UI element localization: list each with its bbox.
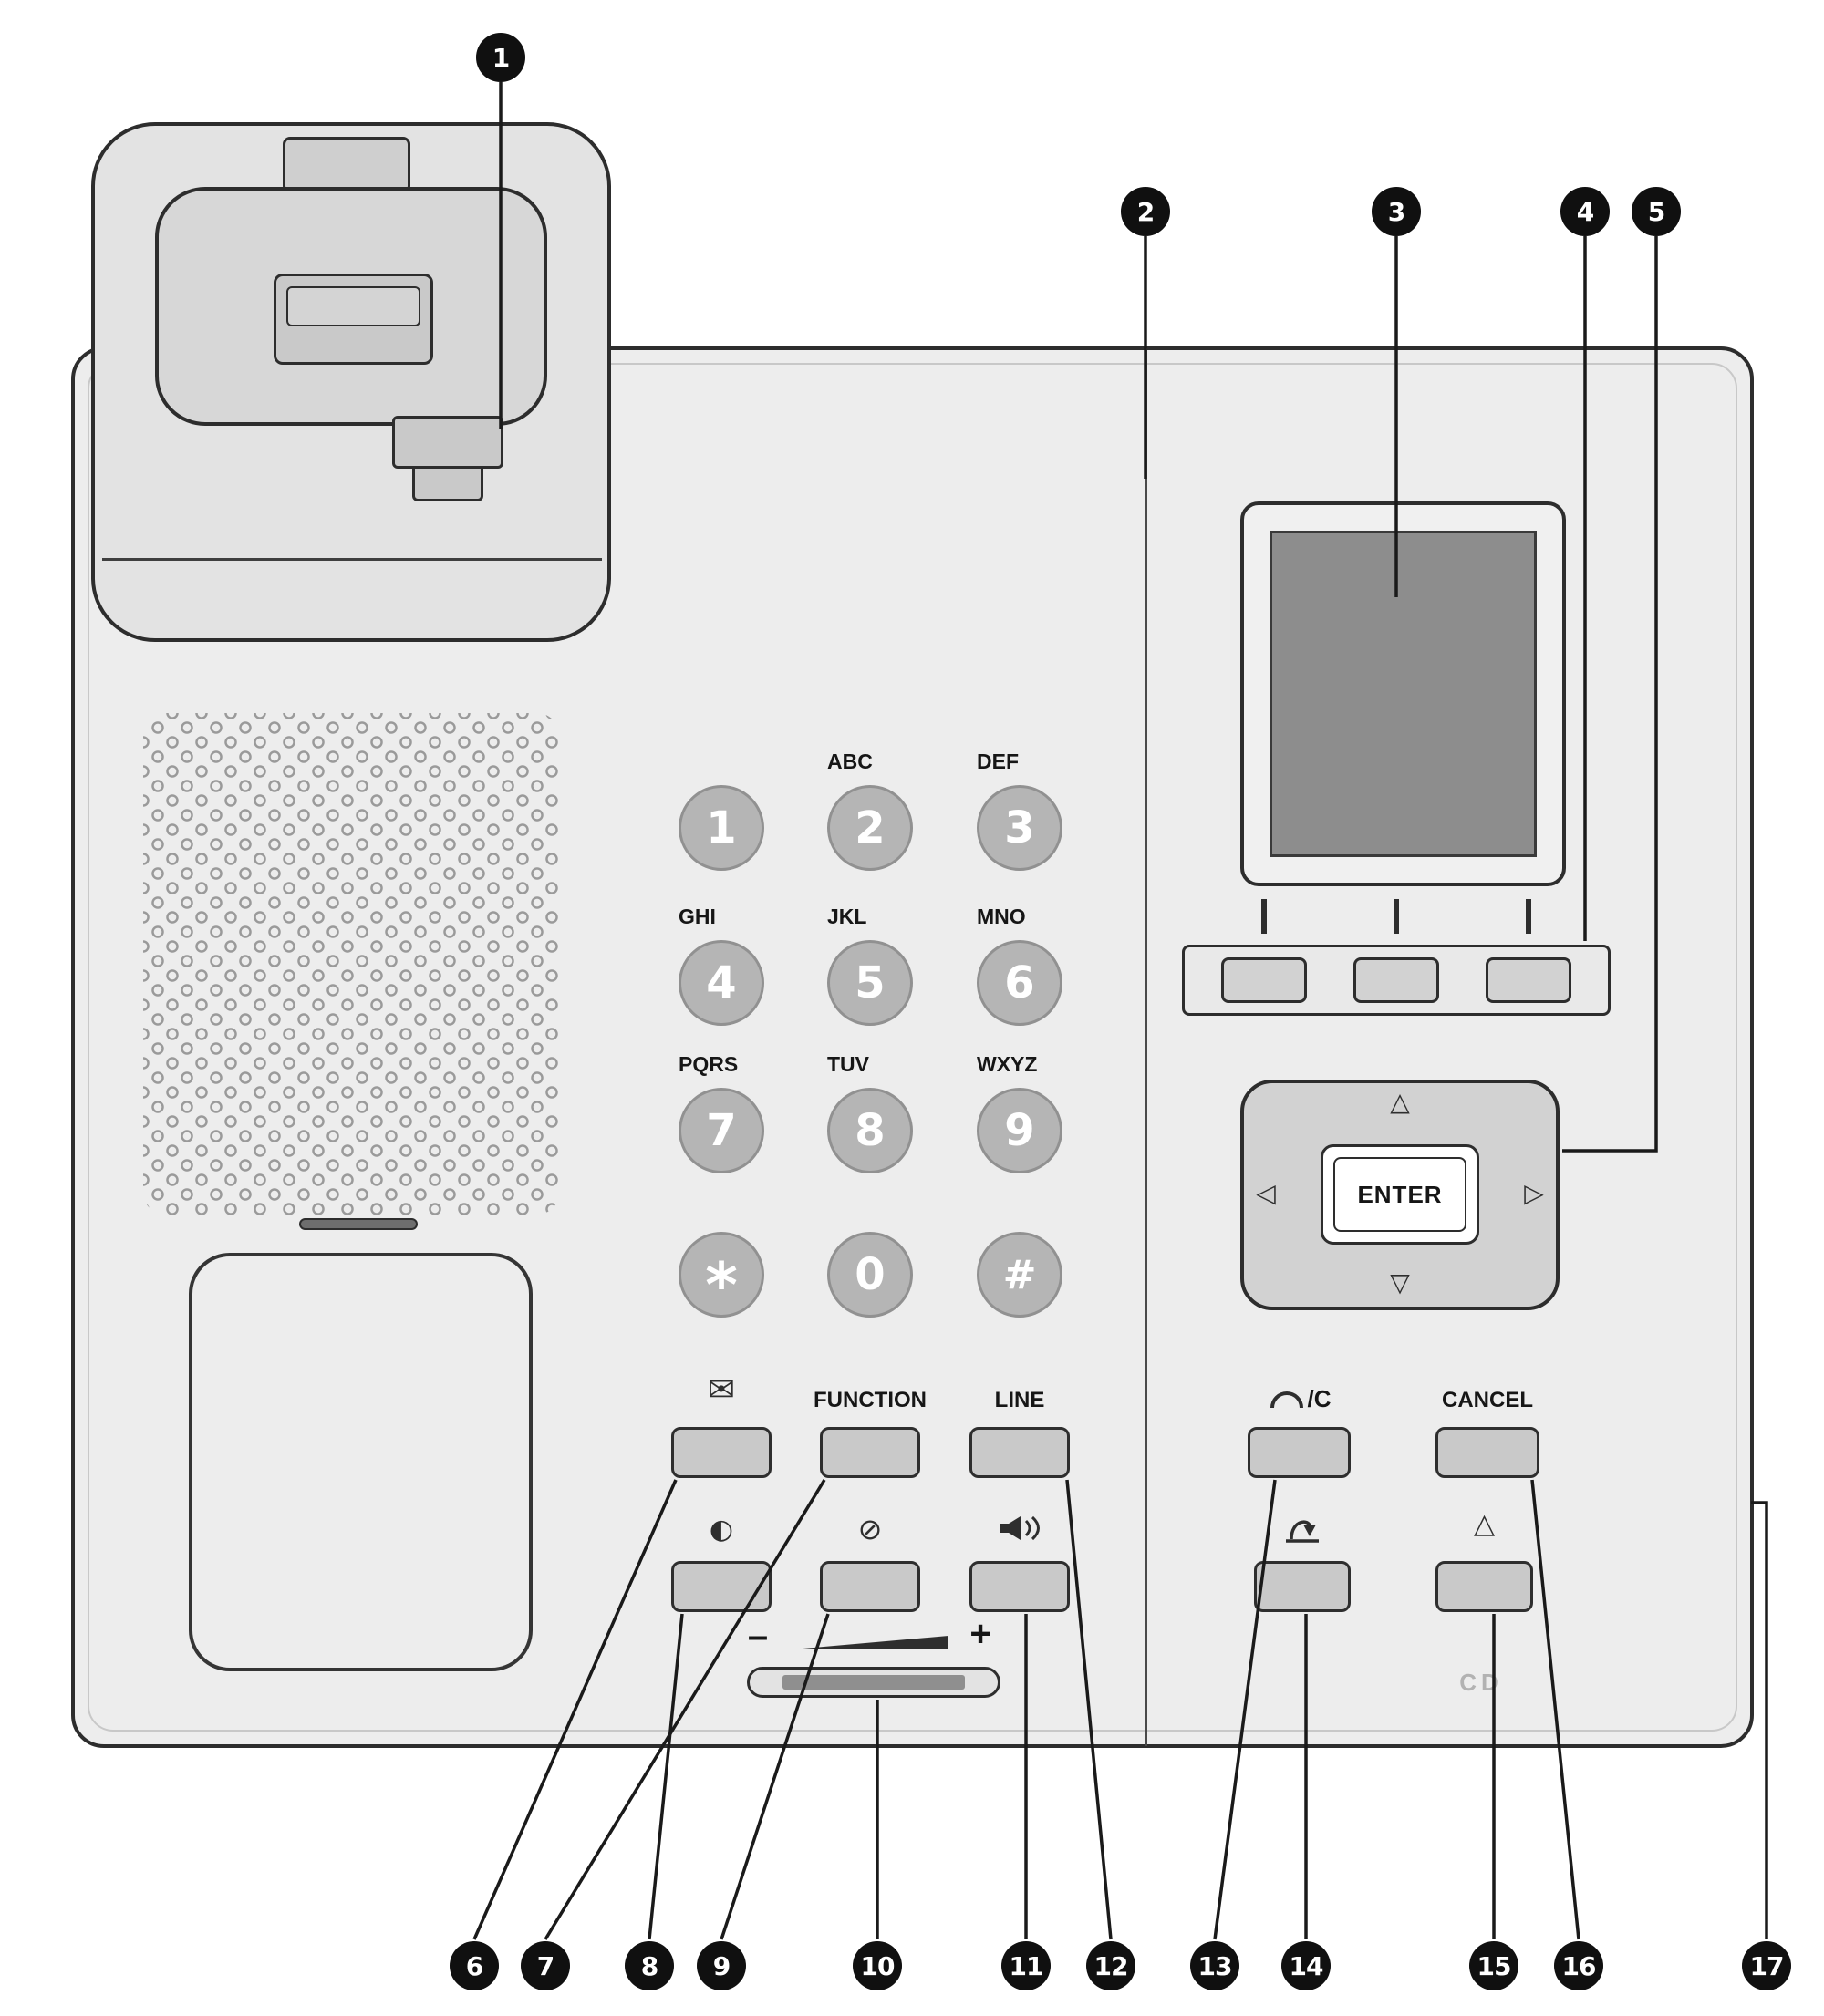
letters-mno: MNO xyxy=(977,905,1026,928)
key-digit: * xyxy=(705,1249,738,1322)
key-digit: 9 xyxy=(1004,1105,1035,1156)
key-digit: 1 xyxy=(706,802,737,853)
enter-button[interactable]: ENTER xyxy=(1333,1157,1466,1232)
keypad-key-6[interactable]: 6 xyxy=(977,940,1062,1026)
section-divider xyxy=(1145,348,1147,1746)
callout-13: 13 xyxy=(1190,1941,1239,1990)
message-button[interactable] xyxy=(671,1427,772,1478)
key-digit: 5 xyxy=(855,957,886,1008)
letters-abc: ABC xyxy=(827,750,873,773)
callout-6: 6 xyxy=(450,1941,499,1990)
volume-plus-label: + xyxy=(969,1614,991,1654)
key-digit: 7 xyxy=(706,1105,737,1156)
key-digit: 0 xyxy=(855,1249,886,1300)
nav-down-icon: ▽ xyxy=(1390,1267,1410,1297)
callout-8: 8 xyxy=(625,1941,674,1990)
key-digit: 8 xyxy=(855,1105,886,1156)
mute-icon: ⊘ xyxy=(857,1512,883,1546)
callout-1: 1 xyxy=(476,33,525,82)
message-envelope-icon: ✉ xyxy=(707,1371,736,1409)
redial-icon: ◐ xyxy=(709,1514,734,1546)
callout-2: 2 xyxy=(1121,187,1170,236)
keypad-key-4[interactable]: 4 xyxy=(679,940,764,1026)
callout-12: 12 xyxy=(1086,1941,1135,1990)
keypad-key-star[interactable]: * xyxy=(679,1232,764,1322)
function-button[interactable] xyxy=(820,1427,920,1478)
cancel-button[interactable] xyxy=(1435,1427,1539,1478)
triangle-button[interactable] xyxy=(1435,1561,1533,1612)
key-digit: 2 xyxy=(855,802,886,853)
key-digit: 4 xyxy=(706,957,737,1008)
recall-arrow-icon xyxy=(1254,1506,1351,1550)
callout-11: 11 xyxy=(1001,1941,1051,1990)
volume-ramp-icon xyxy=(803,1634,948,1649)
grille-slot xyxy=(299,1218,418,1230)
key-digit: 3 xyxy=(1004,802,1035,853)
phone-body-inner-line xyxy=(88,363,1737,1732)
triangle-icon: △ xyxy=(1473,1508,1496,1540)
keypad-key-9[interactable]: 9 xyxy=(977,1088,1062,1173)
keypad-key-8[interactable]: 8 xyxy=(827,1088,913,1173)
recall-button[interactable] xyxy=(1254,1561,1351,1612)
softkey-1[interactable] xyxy=(1221,957,1307,1003)
callout-9: 9 xyxy=(697,1941,746,1990)
hook-arc-icon xyxy=(1270,1391,1303,1409)
volume-minus-label: – xyxy=(747,1616,769,1656)
hookswitch-latch xyxy=(392,416,503,469)
callout-3: 3 xyxy=(1372,187,1421,236)
softkey-2[interactable] xyxy=(1353,957,1439,1003)
letters-tuv: TUV xyxy=(827,1052,869,1076)
mute-button[interactable] xyxy=(820,1561,920,1612)
callout-5: 5 xyxy=(1632,187,1681,236)
keypad-key-0[interactable]: 0 xyxy=(827,1232,913,1318)
keypad-key-1[interactable]: 1 xyxy=(679,785,764,871)
speaker-icon xyxy=(969,1510,1070,1546)
letters-ghi: GHI xyxy=(679,905,716,928)
keypad-key-5[interactable]: 5 xyxy=(827,940,913,1026)
display-screen xyxy=(1270,531,1537,857)
callout-16: 16 xyxy=(1554,1941,1603,1990)
volume-slider-bar xyxy=(782,1675,965,1690)
nav-up-icon: △ xyxy=(1390,1087,1410,1117)
flash-clear-text: /C xyxy=(1307,1384,1332,1412)
notepad-area xyxy=(189,1253,533,1671)
keypad-key-3[interactable]: 3 xyxy=(977,785,1062,871)
speaker-button[interactable] xyxy=(969,1561,1070,1612)
function-label: FUNCTION xyxy=(814,1388,927,1412)
letters-jkl: JKL xyxy=(827,905,867,928)
callout-10: 10 xyxy=(853,1941,902,1990)
keypad-key-7[interactable]: 7 xyxy=(679,1088,764,1173)
callout-14: 14 xyxy=(1281,1941,1331,1990)
callout-4: 4 xyxy=(1560,187,1610,236)
letters-pqrs: PQRS xyxy=(679,1052,739,1076)
line-button[interactable] xyxy=(969,1427,1070,1478)
cradle-lip-line xyxy=(102,558,602,561)
cancel-label: CANCEL xyxy=(1442,1388,1533,1412)
callout-15: 15 xyxy=(1469,1941,1518,1990)
nav-left-icon: ◁ xyxy=(1256,1178,1276,1208)
flash-clear-label: /C xyxy=(1233,1377,1366,1421)
keypad-key-2[interactable]: 2 xyxy=(827,785,913,871)
keypad-key-hash[interactable]: # xyxy=(977,1232,1062,1318)
letters-def: DEF xyxy=(977,750,1019,773)
redial-button[interactable] xyxy=(671,1561,772,1612)
callout-17: 17 xyxy=(1742,1941,1791,1990)
flash-clear-button[interactable] xyxy=(1248,1427,1351,1478)
line-label: LINE xyxy=(994,1388,1045,1412)
key-digit: 6 xyxy=(1004,957,1035,1008)
callout-7: 7 xyxy=(521,1941,570,1990)
handset-top-tab xyxy=(283,137,410,193)
key-digit: # xyxy=(1002,1251,1037,1298)
handset-earpiece-inner xyxy=(286,286,420,326)
headset-mark: CD xyxy=(1459,1669,1503,1696)
hookswitch-latch-foot xyxy=(412,463,483,501)
speaker-grille xyxy=(143,713,559,1215)
nav-right-icon: ▷ xyxy=(1524,1178,1544,1208)
letters-wxyz: WXYZ xyxy=(977,1052,1038,1076)
softkey-3[interactable] xyxy=(1486,957,1571,1003)
